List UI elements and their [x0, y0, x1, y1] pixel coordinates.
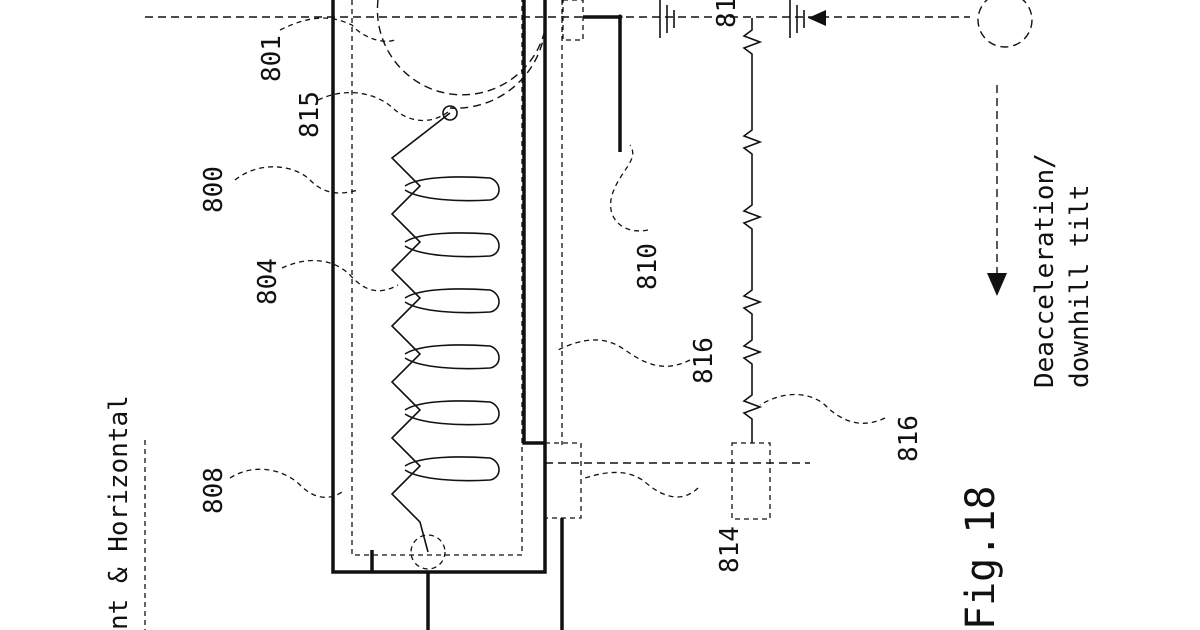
ref-815: 815 — [295, 91, 325, 138]
ground-symbol-right — [789, 0, 805, 38]
ref-808: 808 — [199, 467, 229, 514]
top-connector-box — [562, 0, 584, 41]
ref-800: 800 — [199, 166, 229, 213]
inner-frame — [351, 0, 523, 556]
coil-loops — [404, 176, 500, 482]
probe-810 — [583, 15, 622, 152]
leader-lines — [229, 17, 886, 498]
top-right-circle — [977, 0, 1033, 48]
ref-814: 814 — [715, 526, 745, 573]
ref-816-upper: 816 — [689, 337, 719, 384]
arrow-down-icon — [987, 273, 1007, 296]
arrow-left-icon — [808, 10, 826, 26]
figure-caption: Fig.18 — [958, 486, 1004, 630]
ref-810: 810 — [633, 243, 663, 290]
probe-joint — [617, 14, 623, 20]
ref-801: 801 — [257, 35, 287, 82]
pivot-815 — [442, 105, 458, 121]
spring-804 — [390, 112, 451, 553]
lower-connector-left — [544, 442, 582, 519]
note-line-2: downhill tilt — [1065, 185, 1095, 389]
partial-caption-text: nt & Horizontal — [104, 395, 134, 630]
ref-816-lower: 816 — [894, 415, 924, 462]
pendulum-arc — [376, 0, 546, 109]
ground-symbol-left — [659, 0, 675, 38]
ref-804: 804 — [253, 258, 283, 305]
note-line-1: Deacceleration/ — [1030, 153, 1060, 388]
lower-connector-814 — [731, 442, 771, 520]
housing-800 — [331, 0, 564, 630]
pivot-bottom — [410, 534, 446, 570]
ref-81-partial: 81 — [712, 0, 742, 28]
resistor-816 — [742, 18, 763, 443]
